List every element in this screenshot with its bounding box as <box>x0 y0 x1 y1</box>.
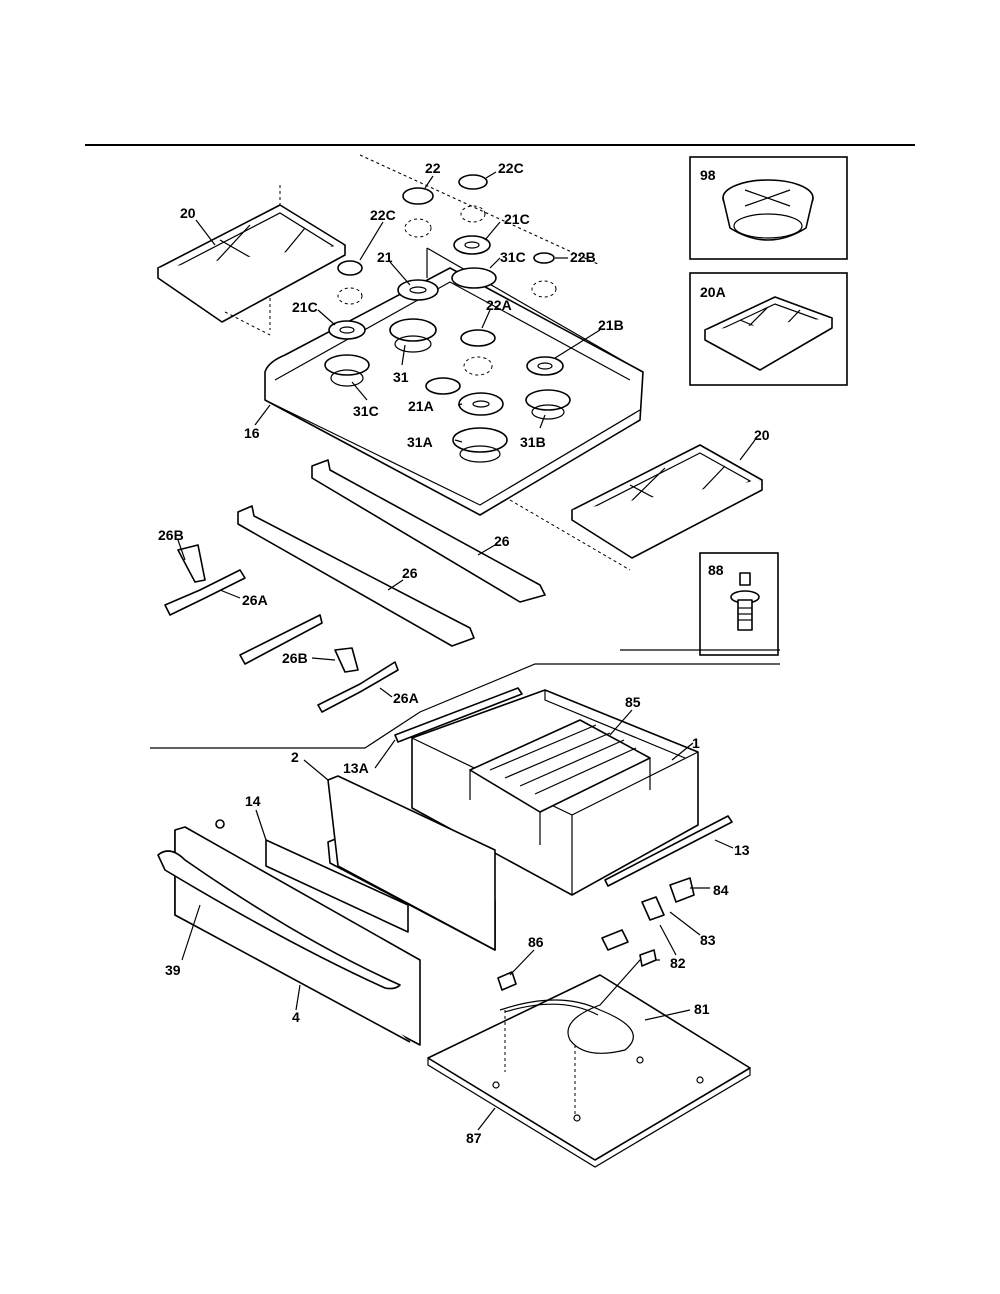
label-81: 81 <box>694 1001 710 1017</box>
rails-26 <box>237 459 546 647</box>
label-20a: 20A <box>700 284 726 300</box>
label-26b-lower: 26B <box>282 650 308 666</box>
label-21c-top: 21C <box>504 211 530 227</box>
label-22c-left: 22C <box>370 207 396 223</box>
burner-parts <box>324 174 571 463</box>
label-26-upper: 26 <box>494 533 510 549</box>
label-84: 84 <box>713 882 729 898</box>
label-87: 87 <box>466 1130 482 1146</box>
leader-lines <box>177 171 756 1131</box>
label-14: 14 <box>245 793 261 809</box>
label-83: 83 <box>700 932 716 948</box>
label-88: 88 <box>708 562 724 578</box>
inset-88: 88 <box>699 552 779 656</box>
label-20-right: 20 <box>754 427 770 443</box>
label-26b-upper: 26B <box>158 527 184 543</box>
label-98: 98 <box>700 167 716 183</box>
label-2: 2 <box>291 749 299 765</box>
label-26-lower: 26 <box>402 565 418 581</box>
label-86: 86 <box>528 934 544 950</box>
label-31b: 31B <box>520 434 546 450</box>
label-22b: 22B <box>570 249 596 265</box>
label-39: 39 <box>165 962 181 978</box>
label-22a: 22A <box>486 297 512 313</box>
label-16: 16 <box>244 425 260 441</box>
label-31c-left: 31C <box>353 403 379 419</box>
brackets-26 <box>164 544 399 713</box>
label-21a: 21A <box>408 398 434 414</box>
grate-right-20 <box>571 444 763 559</box>
label-22: 22 <box>425 160 441 176</box>
label-20-left: 20 <box>180 205 196 221</box>
label-21c-left: 21C <box>292 299 318 315</box>
label-21: 21 <box>377 249 393 265</box>
label-13a: 13A <box>343 760 369 776</box>
pan-87 <box>427 877 751 1168</box>
label-26a-upper: 26A <box>242 592 268 608</box>
label-4: 4 <box>292 1009 300 1025</box>
panel-2 <box>327 775 496 951</box>
inset-98: 98 <box>689 156 848 260</box>
grate-left-20 <box>157 185 346 336</box>
label-26a-lower: 26A <box>393 690 419 706</box>
label-31a: 31A <box>407 434 433 450</box>
label-31c-top: 31C <box>500 249 526 265</box>
inset-20a: 20A <box>689 272 848 386</box>
label-1: 1 <box>692 735 700 751</box>
section-divider <box>150 663 780 749</box>
label-31: 31 <box>393 369 409 385</box>
label-13: 13 <box>734 842 750 858</box>
label-22c-top: 22C <box>498 160 524 176</box>
label-85: 85 <box>625 694 641 710</box>
label-21b: 21B <box>598 317 624 333</box>
callout-labels: 20 22 22C 22C 21C 21 31C 22B 21C 22A 21B… <box>158 160 770 1146</box>
label-82: 82 <box>670 955 686 971</box>
drawer-front-4 <box>157 819 421 1046</box>
gasket-14 <box>265 839 409 933</box>
